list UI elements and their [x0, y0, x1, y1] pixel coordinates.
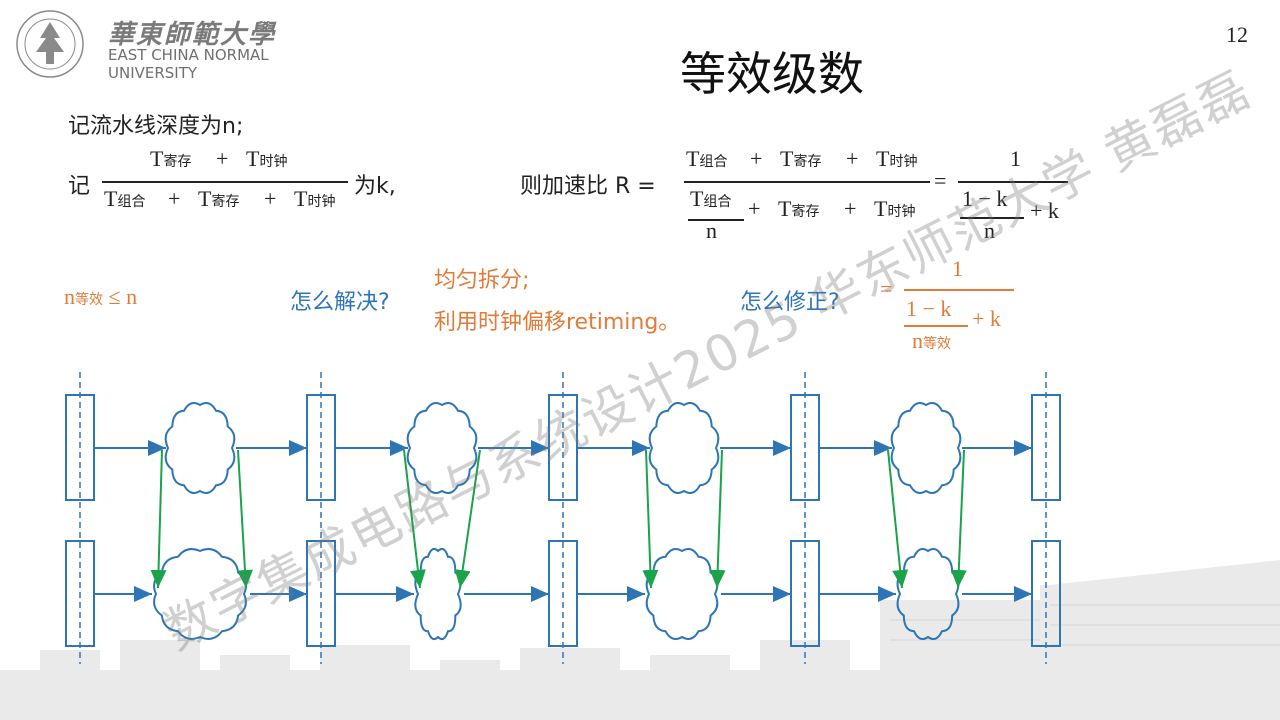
retiming-arrow-right-2 — [709, 449, 726, 589]
c-n-eff: n等效 — [912, 328, 951, 353]
speedup-prefix: 则加速比 R = — [520, 174, 656, 199]
logic-cloud-bottom-3 — [896, 548, 960, 640]
k-fraction-bar — [102, 181, 348, 183]
retiming-arrow-left-1 — [403, 449, 426, 589]
r-fraction-bar — [684, 181, 930, 183]
logic-cloud-bottom-1 — [414, 547, 462, 641]
k-den-plus2: + — [264, 186, 277, 211]
n-eff-inequality: n等效 ≤ n — [64, 284, 138, 309]
c-eq: = — [880, 276, 893, 301]
diagram-content — [65, 372, 1061, 664]
retiming-arrow-left-0 — [150, 449, 167, 589]
k-den-t-clk: T时钟 — [294, 186, 336, 211]
logo-chinese-name: 華東師範大學 — [108, 20, 277, 50]
c-plus-k: + k — [972, 306, 1001, 331]
r-one: 1 — [1010, 146, 1021, 171]
c-one-minus-k: 1 − k — [906, 296, 952, 321]
r-den-t-reg: T寄存 — [778, 196, 820, 221]
k-den-t-reg: T寄存 — [198, 186, 240, 211]
r-num-plus1: + — [750, 146, 763, 171]
logic-cloud-bottom-2 — [645, 548, 719, 640]
logic-cloud-top-0 — [164, 402, 236, 494]
retiming-arrow-right-1 — [454, 449, 481, 589]
university-emblem-icon — [16, 10, 84, 78]
pipeline-retiming-diagram — [65, 372, 1061, 664]
retiming-arrow-right-0 — [236, 449, 253, 589]
university-logo: 華東師範大學 EAST CHINA NORMAL UNIVERSITY — [12, 8, 302, 82]
r-simplified-bar — [958, 181, 1068, 183]
k-den-plus1: + — [168, 186, 181, 211]
c-inner-bar — [904, 325, 968, 327]
logic-cloud-bottom-0 — [153, 548, 247, 640]
question-how-to-solve: 怎么解决? — [290, 290, 390, 315]
r-num-t-reg: T寄存 — [780, 146, 822, 171]
retiming-arrow-left-2 — [642, 449, 659, 589]
r-num-t-comb: T组合 — [686, 146, 728, 171]
r-den-plus1: + — [748, 196, 761, 221]
answer-uniform-split: 均匀拆分; — [434, 268, 530, 293]
pipeline-depth-statement: 记流水线深度为n; — [68, 114, 244, 139]
logic-cloud-top-1 — [406, 402, 478, 494]
slide-title: 等效级数 — [680, 47, 864, 101]
r-den-t-comb: T组合 — [690, 186, 732, 211]
r-plus-k: + k — [1030, 198, 1059, 223]
r-simplified-inner-bar — [960, 217, 1024, 219]
answer-retiming: 利用时钟偏移retiming。 — [434, 310, 681, 335]
logo-english-name-line1: EAST CHINA NORMAL — [108, 46, 269, 64]
r-num-t-clk: T时钟 — [876, 146, 918, 171]
k-den-t-comb: T组合 — [104, 186, 146, 211]
r-simplified-n: n — [984, 218, 995, 243]
r-den-t-clk: T时钟 — [874, 196, 916, 221]
k-num-plus: + — [216, 146, 229, 171]
k-def-suffix: 为k, — [354, 174, 396, 199]
logic-cloud-top-2 — [648, 402, 720, 494]
logo-english-name-line2: UNIVERSITY — [108, 64, 198, 82]
r-den-plus2: + — [844, 196, 857, 221]
k-num-t-clk: T时钟 — [246, 146, 288, 171]
r-eq2: = — [934, 168, 947, 193]
question-how-to-correct: 怎么修正? — [740, 290, 840, 315]
r-num-plus2: + — [846, 146, 859, 171]
k-num-t-reg: T寄存 — [150, 146, 192, 171]
logic-cloud-top-3 — [890, 402, 962, 494]
c-fraction-bar — [904, 289, 1014, 291]
retiming-arrow-left-3 — [887, 449, 909, 589]
retiming-arrow-right-3 — [950, 449, 967, 589]
r-den-inner-bar — [688, 219, 744, 221]
c-one: 1 — [952, 256, 963, 281]
r-den-n: n — [706, 218, 717, 243]
r-one-minus-k: 1 − k — [962, 186, 1008, 211]
page-number: 12 — [1226, 22, 1248, 47]
k-def-prefix: 记 — [68, 174, 91, 199]
